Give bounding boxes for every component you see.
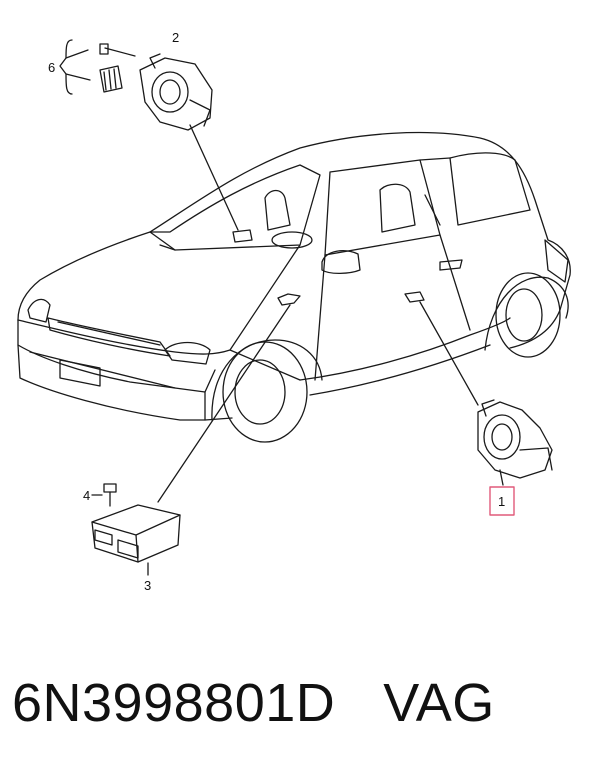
callout-3: 3 [144, 578, 151, 593]
control-unit-part-3 [91, 504, 181, 563]
motor-part-2 [99, 43, 213, 131]
car-illustration [17, 131, 571, 443]
bracket-6 [59, 39, 73, 95]
marker-front-door [277, 293, 301, 306]
part-number: 6N3998801D [12, 673, 336, 733]
callout-6: 6 [48, 60, 55, 75]
highlight-box [489, 486, 515, 516]
callout-2: 2 [172, 30, 179, 45]
caption: 6N3998801D VAG [12, 672, 495, 734]
marker-rear-door [404, 291, 425, 303]
marker-dash [232, 229, 253, 243]
motor-part-1 [477, 399, 553, 479]
callout-4: 4 [83, 488, 90, 503]
brand-label: VAG [383, 673, 495, 733]
mount-markers [232, 229, 425, 306]
leader-lines [157, 124, 504, 503]
screw-part-4 [91, 483, 117, 507]
callout-1: 1 [498, 494, 505, 509]
